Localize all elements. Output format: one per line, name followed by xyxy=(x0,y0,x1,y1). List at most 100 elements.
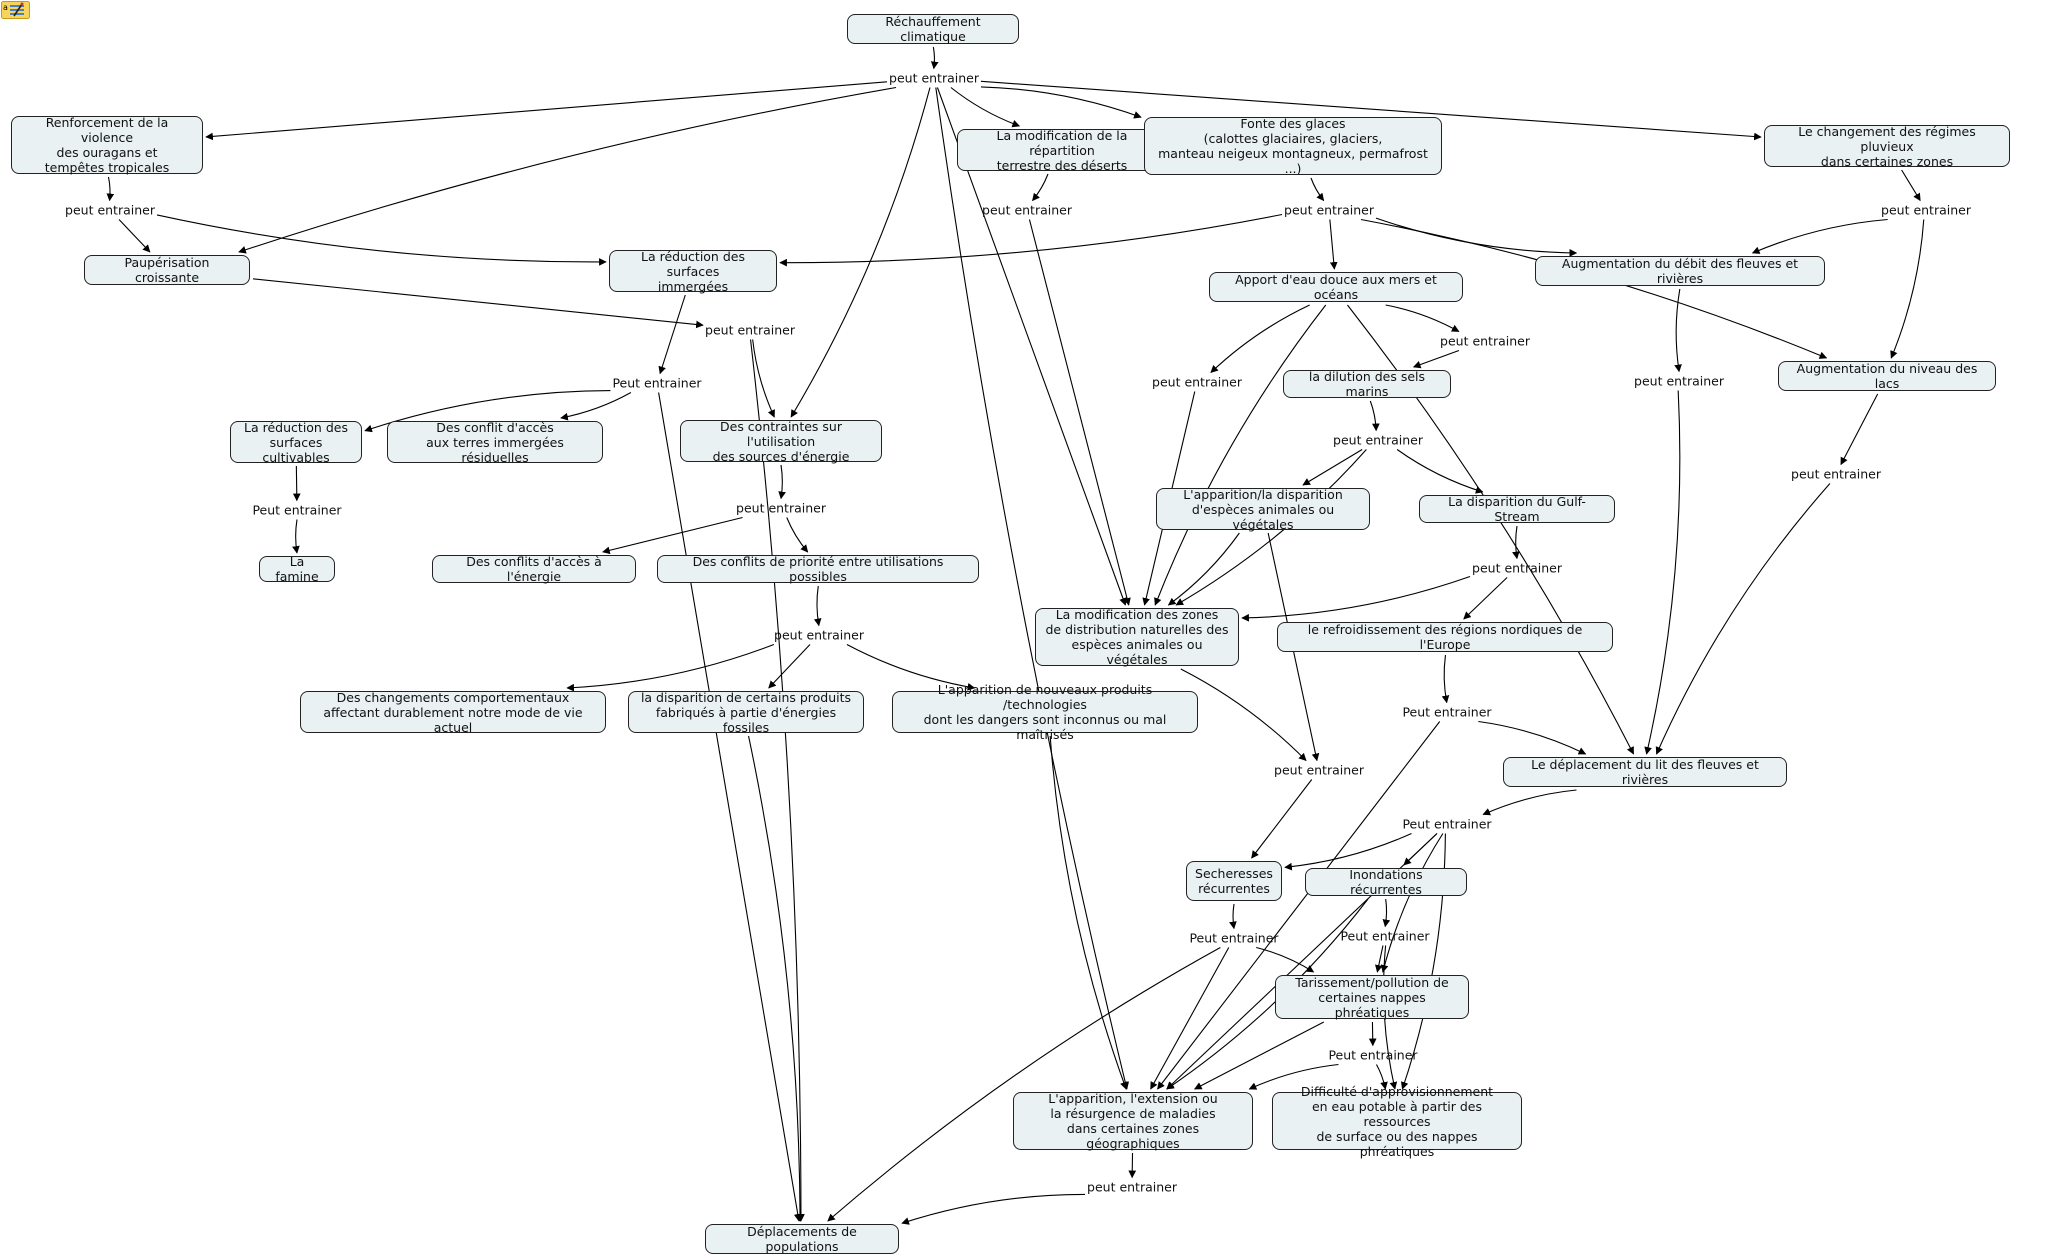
concept-secheresses-recurrentes[interactable]: Secheresses récurrentes xyxy=(1186,861,1282,901)
connection-l1-n_paup xyxy=(238,86,897,254)
concept-apparition-disparition-especes[interactable]: L'apparition/la disparition d'espèces an… xyxy=(1156,487,1370,532)
concept-fonte-des-glaces[interactable]: Fonte des glaces (calottes glaciaires, g… xyxy=(1144,116,1442,176)
linking-phrase[interactable]: peut entrainer xyxy=(1087,1179,1177,1195)
connection-n_technos-n_maladies xyxy=(1049,735,1128,1090)
linking-phrase[interactable]: peut entrainer xyxy=(1634,373,1724,389)
connection-l19-n_eau_potable xyxy=(1400,833,1446,1090)
linking-phrase[interactable]: peut entrainer xyxy=(1440,333,1530,349)
connection-l6-n_contraintes xyxy=(752,339,775,418)
linking-phrase[interactable]: peut entrainer xyxy=(982,202,1072,218)
concept-famine[interactable]: La famine xyxy=(259,554,335,584)
connection-n_lacs-l11 xyxy=(1840,393,1879,466)
concept-contraintes-energie[interactable]: Des contraintes sur l'utilisation des so… xyxy=(680,419,882,464)
connection-l17-n_produits xyxy=(768,644,811,689)
concept-augmentation-debit[interactable]: Augmentation du débit des fleuves et riv… xyxy=(1535,256,1825,286)
connection-l9-n_dilution xyxy=(1412,349,1460,369)
concept-dilution-sels-marins[interactable]: la dilution des sels marins xyxy=(1283,369,1451,399)
connection-l2-n_immergees xyxy=(156,214,607,266)
linking-phrase[interactable]: peut entrainer xyxy=(736,500,826,516)
concept-deserts[interactable]: La modification de la répartition terres… xyxy=(957,128,1167,173)
linking-phrase[interactable]: peut entrainer xyxy=(1333,432,1423,448)
connection-l12-n_especes xyxy=(1302,449,1363,486)
connection-n_glaces-l4 xyxy=(1310,177,1325,202)
concept-disparition-gulf-stream[interactable]: La disparition du Gulf-Stream xyxy=(1419,494,1615,524)
concept-changements-comportementaux[interactable]: Des changements comportementaux affectan… xyxy=(300,690,606,735)
connection-n_rech-l1 xyxy=(930,46,939,70)
note-edit-icon[interactable]: a xyxy=(1,1,31,20)
connection-l16-n_distribution xyxy=(1241,576,1471,622)
concept-inondations-recurrentes[interactable]: Inondations récurrentes xyxy=(1305,867,1467,897)
connection-l21-n_maladies xyxy=(1150,947,1230,1090)
connection-l20-n_secheresses xyxy=(1251,779,1313,859)
linking-phrase[interactable]: Peut entrainer xyxy=(1402,816,1492,832)
connection-l23-n_eau_potable xyxy=(1375,1064,1388,1090)
connection-l6-n_deplacements xyxy=(749,339,805,1222)
concept-modification-zones-distribution[interactable]: La modification des zones de distributio… xyxy=(1035,607,1239,667)
connection-n_secheresses-l21 xyxy=(1229,903,1237,930)
concept-conflit-acces-terres[interactable]: Des conflit d'accès aux terres immergées… xyxy=(387,420,603,465)
connection-l1-n_pluvieux xyxy=(980,80,1762,141)
connection-n_refroid-l18 xyxy=(1441,654,1450,704)
connection-l11-n_lit xyxy=(1655,483,1831,755)
linking-phrase[interactable]: peut entrainer xyxy=(1791,466,1881,482)
concept-ouragans[interactable]: Renforcement de la violence des ouragans… xyxy=(11,115,203,175)
linking-phrase[interactable]: Peut entrainer xyxy=(1189,930,1279,946)
linking-phrase[interactable]: Peut entrainer xyxy=(252,502,342,518)
connection-n_immergees-l7 xyxy=(658,294,686,375)
connection-l1-n_contraintes xyxy=(790,87,931,418)
concept-reduction-surfaces-cultivables[interactable]: La réduction des surfaces cultivables xyxy=(230,420,362,465)
concept-disparition-produits[interactable]: la disparition de certains produits fabr… xyxy=(628,690,864,735)
concept-tarissement-nappes[interactable]: Tarissement/pollution de certaines nappe… xyxy=(1275,975,1469,1020)
concept-conflits-acces-energie[interactable]: Des conflits d'accès à l'énergie xyxy=(432,554,636,584)
connection-l17-n_comport xyxy=(566,643,775,692)
connection-l5-n_lacs xyxy=(1890,219,1925,359)
concept-nouveaux-produits-technologies[interactable]: L'apparition de nouveaux produits /techn… xyxy=(892,682,1198,742)
connection-l15-n_priorite xyxy=(786,517,809,553)
linking-phrase[interactable]: Peut entrainer xyxy=(1402,704,1492,720)
linking-phrase[interactable]: peut entrainer xyxy=(1284,202,1374,218)
connection-l22-n_tarissement xyxy=(1375,945,1384,973)
connection-l7-n_deplacements xyxy=(658,392,802,1222)
linking-phrase[interactable]: Peut entrainer xyxy=(612,375,702,391)
connection-n_apport-n_distribution xyxy=(1154,304,1327,606)
connection-l12-n_distribution xyxy=(1175,449,1367,606)
connection-l14-n_famine xyxy=(292,519,300,554)
connection-n_apport-l9 xyxy=(1385,304,1460,332)
linking-phrase[interactable]: peut entrainer xyxy=(1152,374,1242,390)
connection-n_paup-l6 xyxy=(252,278,704,329)
connection-l4-n_immergees xyxy=(779,213,1283,267)
concept-refroidissement-europe[interactable]: le refroidissement des régions nordiques… xyxy=(1277,622,1613,652)
connection-l19-n_secheresses xyxy=(1284,832,1412,871)
linking-phrase[interactable]: peut entrainer xyxy=(1274,762,1364,778)
linking-phrase[interactable]: Peut entrainer xyxy=(1340,928,1430,944)
connection-n_ouragans-l2 xyxy=(106,176,115,202)
linking-phrase[interactable]: peut entrainer xyxy=(889,70,979,86)
connection-l12-n_gulf xyxy=(1396,449,1484,494)
concept-deplacements-populations[interactable]: Déplacements de populations xyxy=(705,1224,899,1254)
concept-pauperisation[interactable]: Paupérisation croissante xyxy=(84,255,250,285)
linking-phrase[interactable]: peut entrainer xyxy=(774,627,864,643)
concept-rechauffement-climatique[interactable]: Réchauffement climatique xyxy=(847,14,1019,44)
linking-phrase[interactable]: peut entrainer xyxy=(65,202,155,218)
concept-deplacement-lit-fleuves[interactable]: Le déplacement du lit des fleuves et riv… xyxy=(1503,757,1787,787)
connection-l1-n_deserts xyxy=(950,87,1021,128)
concept-reduction-surfaces-immergees[interactable]: La réduction des surfaces immergées xyxy=(609,249,777,294)
concept-maladies[interactable]: L'apparition, l'extension ou la résurgen… xyxy=(1013,1091,1253,1151)
connection-l18-n_maladies xyxy=(1157,721,1441,1090)
concept-apport-eau-douce[interactable]: Apport d'eau douce aux mers et océans xyxy=(1209,272,1463,302)
linking-phrase[interactable]: peut entrainer xyxy=(1881,202,1971,218)
svg-text:a: a xyxy=(3,3,8,12)
linking-phrase[interactable]: peut entrainer xyxy=(705,322,795,338)
concept-conflits-priorite[interactable]: Des conflits de priorité entre utilisati… xyxy=(657,554,979,584)
linking-phrase[interactable]: peut entrainer xyxy=(1472,560,1562,576)
connection-l1-n_maladies xyxy=(935,87,1130,1090)
connection-n_lit-l19 xyxy=(1482,789,1577,816)
concept-eau-potable[interactable]: Difficulté d'approvisionnement en eau po… xyxy=(1272,1084,1522,1159)
concept-regimes-pluvieux[interactable]: Le changement des régimes pluvieux dans … xyxy=(1764,124,2010,169)
connection-l4-n_debit xyxy=(1375,217,1578,257)
connection-n_apport-l8 xyxy=(1210,304,1310,374)
linking-phrase[interactable]: Peut entrainer xyxy=(1328,1047,1418,1063)
connection-l21-n_tarissement xyxy=(1256,946,1315,973)
concept-augmentation-niveau-lacs[interactable]: Augmentation du niveau des lacs xyxy=(1778,361,1996,391)
connection-l15-n_conflit_energie xyxy=(602,516,743,555)
